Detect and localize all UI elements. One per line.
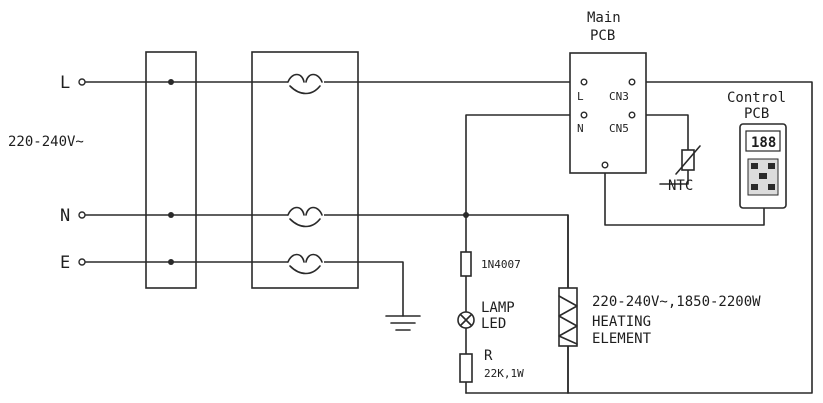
terminal-block — [145, 51, 197, 289]
thermal-fuse-l — [287, 73, 324, 95]
label-lamp-1: LAMP — [481, 300, 515, 316]
pcb-pin-l — [580, 78, 588, 86]
display-readout: 188 — [751, 135, 776, 151]
junction-dot — [168, 259, 174, 265]
label-cn5: CN5 — [609, 122, 629, 135]
junction-dot — [463, 212, 469, 218]
label-cn3: CN3 — [609, 90, 629, 103]
label-resistor-name: R — [484, 348, 493, 364]
earth-wire — [83, 261, 404, 317]
pcb-pin-cn5 — [628, 111, 636, 119]
label-heater-2: ELEMENT — [592, 331, 652, 347]
lamp-led — [457, 311, 475, 329]
thermal-fuse-n — [287, 206, 324, 228]
heating-element — [558, 287, 578, 347]
resistor — [459, 353, 473, 383]
control-link-wire — [604, 164, 765, 226]
label-control-pcb-2: PCB — [744, 106, 769, 122]
ntc-bottom-wire — [659, 169, 689, 185]
pcb-neutral-wire — [465, 114, 585, 216]
label-l: L — [60, 73, 70, 93]
label-pcb-pin-l: L — [577, 90, 584, 103]
label-n: N — [60, 206, 70, 226]
label-ntc: NTC — [668, 178, 693, 194]
control-display — [745, 130, 781, 152]
label-heater-rating: 220-240V~,1850-2200W — [592, 294, 761, 310]
label-pcb-pin-n: N — [577, 122, 584, 135]
label-e: E — [60, 253, 70, 273]
control-key — [768, 163, 775, 169]
ground-symbol — [385, 315, 421, 331]
ntc-sensor — [675, 145, 701, 175]
control-key — [768, 184, 775, 190]
control-key — [751, 184, 758, 190]
junction-dot — [168, 79, 174, 85]
pcb-pin-cn3 — [628, 78, 636, 86]
label-control-pcb-1: Control — [727, 90, 786, 106]
junction-dot — [168, 212, 174, 218]
pcb-pin-n — [580, 111, 588, 119]
thermal-fuse-block — [251, 51, 359, 289]
label-main-pcb-2: PCB — [590, 28, 615, 44]
control-key — [751, 163, 758, 169]
terminal-e — [78, 258, 86, 266]
pcb-pin-control — [601, 161, 609, 169]
control-key — [759, 173, 767, 179]
label-lamp-2: LED — [481, 316, 506, 332]
label-heater-1: HEATING — [592, 314, 651, 330]
cn3-return-wire — [567, 81, 813, 394]
diode-1n4007 — [460, 251, 472, 277]
label-main-pcb-1: Main — [587, 10, 621, 26]
thermal-fuse-e — [287, 253, 324, 275]
label-resistor-value: 22K,1W — [484, 367, 524, 380]
terminal-l — [78, 78, 86, 86]
terminal-n — [78, 211, 86, 219]
control-pcb — [739, 123, 787, 209]
label-diode: 1N4007 — [481, 258, 521, 271]
ntc-top-wire — [631, 114, 689, 151]
label-supply-voltage: 220-240V~ — [8, 134, 84, 150]
